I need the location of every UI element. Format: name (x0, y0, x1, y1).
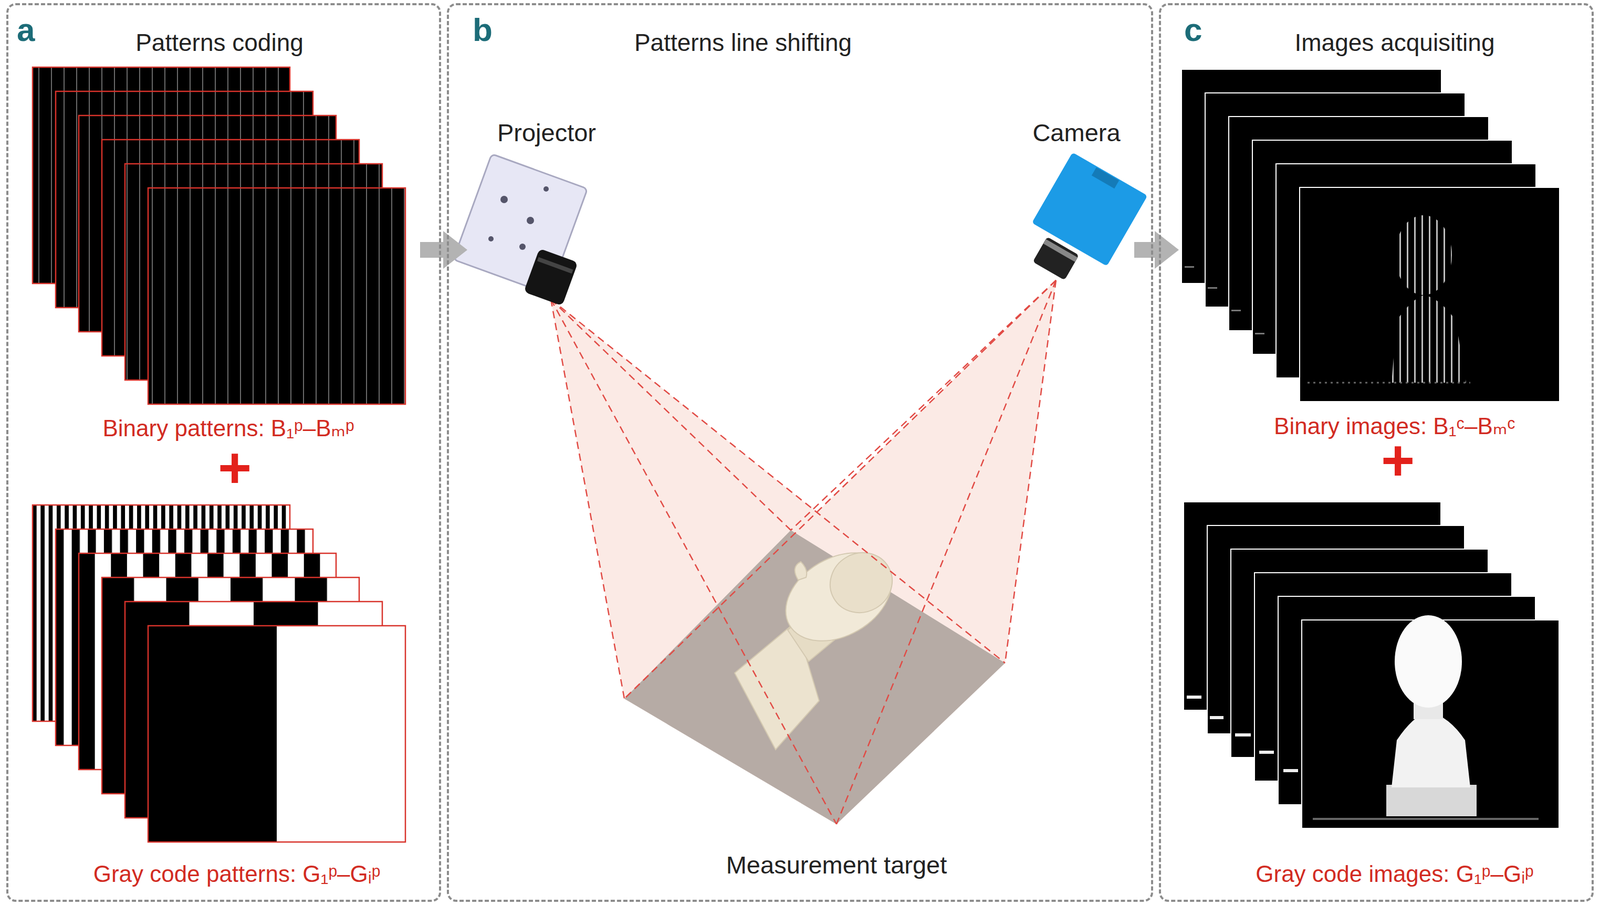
node-label: Measurement target (626, 850, 1047, 881)
image-stack: Gray code images: G₁ᵖ–Gᵢᵖ (1178, 496, 1573, 898)
projection-ray (624, 280, 1056, 699)
node-label: Binary patterns: B₁ᵖ–Bₘᵖ (18, 414, 439, 443)
striped-bust-image (1184, 215, 1471, 383)
lit-bust-image (1312, 818, 1539, 821)
binary-image-stack (1181, 69, 1560, 402)
binary-pattern-stack (148, 187, 406, 405)
node-label: Projector (467, 118, 626, 148)
camera-device (1091, 167, 1120, 190)
lit-bust-image (1209, 716, 1224, 720)
node-label: Camera (997, 118, 1156, 148)
projection-ray (550, 299, 791, 531)
projection-ray (790, 280, 1056, 531)
plus-sign: + (1345, 431, 1451, 490)
pattern-stack: Binary patterns: B₁ᵖ–Bₘᵖ (21, 63, 421, 452)
binary-image-stack (1299, 187, 1560, 402)
camera-device (1043, 238, 1079, 263)
lit-bust-image (1386, 785, 1477, 817)
projector-device (519, 243, 526, 250)
striped-bust-image (1395, 215, 1452, 296)
panel-frame: bPatterns line shiftingProjector CameraMe… (448, 5, 1152, 901)
panel-letter: c (1184, 10, 1248, 50)
camera-device (1032, 236, 1080, 281)
panel-title: Patterns line shifting (532, 28, 954, 58)
bust-sculpture (769, 535, 907, 660)
target-plane (624, 530, 1006, 825)
panel-letter: b (472, 10, 536, 50)
plus-sign: + (182, 438, 288, 497)
gray-code-pattern-stack (148, 625, 406, 843)
binary-pattern-stack (32, 67, 406, 405)
image-stack: Binary images: B₁ᶜ–Bₘᶜ (1178, 63, 1573, 447)
lit-bust-image (1283, 769, 1299, 773)
light-cone (624, 280, 1056, 825)
lit-bust-image (1394, 615, 1462, 708)
projection-ray (1005, 280, 1056, 664)
striped-bust-image (1184, 266, 1195, 268)
gray-code-image-stack (1183, 502, 1560, 829)
projection-ray (550, 280, 1056, 825)
projection-ray (836, 280, 1056, 825)
lit-bust-image (1259, 750, 1274, 755)
projector-device (543, 186, 549, 192)
bust-sculpture (795, 561, 808, 581)
camera-device (1031, 152, 1148, 280)
projector-device (523, 248, 578, 306)
lit-bust-image (1391, 711, 1471, 788)
striped-bust-image (1231, 309, 1241, 312)
striped-bust-image (1255, 332, 1265, 335)
projector-device (500, 195, 508, 204)
bust-sculpture (819, 541, 904, 625)
gray-code-pattern-stack (32, 505, 406, 843)
node-label: Gray code images: G₁ᵖ–Gᵢᵖ (1184, 860, 1600, 889)
projector-device (526, 216, 535, 225)
pattern-stack: Gray code patterns: G₁ᵖ–Gᵢᵖ (21, 498, 421, 896)
panel-letter: a (16, 10, 80, 50)
lit-bust-image (1235, 733, 1251, 737)
light-cone (550, 280, 1056, 825)
projection-ray (550, 299, 837, 825)
panel-frame: cImages acquisitingBinary images: B₁ᶜ–Bₘ… (1161, 5, 1592, 901)
projector-device (537, 257, 574, 274)
camera-unit: Camera (1023, 112, 1135, 302)
striped-bust-image (1307, 382, 1471, 384)
flow-arrow (1134, 231, 1179, 269)
flow-arrow (420, 231, 468, 269)
projection-ray (550, 299, 1006, 664)
striped-bust-image (1207, 287, 1218, 289)
lit-bust-image (1186, 615, 1539, 820)
projector-unit: Projector (467, 112, 625, 313)
striped-bust-image (1391, 295, 1467, 383)
panel-title: Images acquisiting (1184, 28, 1600, 58)
projector-device (453, 153, 588, 306)
lit-bust-image (1186, 695, 1202, 699)
node-label: Gray code patterns: G₁ᵖ–Gᵢᵖ (26, 860, 447, 889)
target-area: Measurement target (619, 519, 1056, 898)
projector-device (488, 236, 494, 242)
panel-title: Patterns coding (9, 28, 430, 58)
